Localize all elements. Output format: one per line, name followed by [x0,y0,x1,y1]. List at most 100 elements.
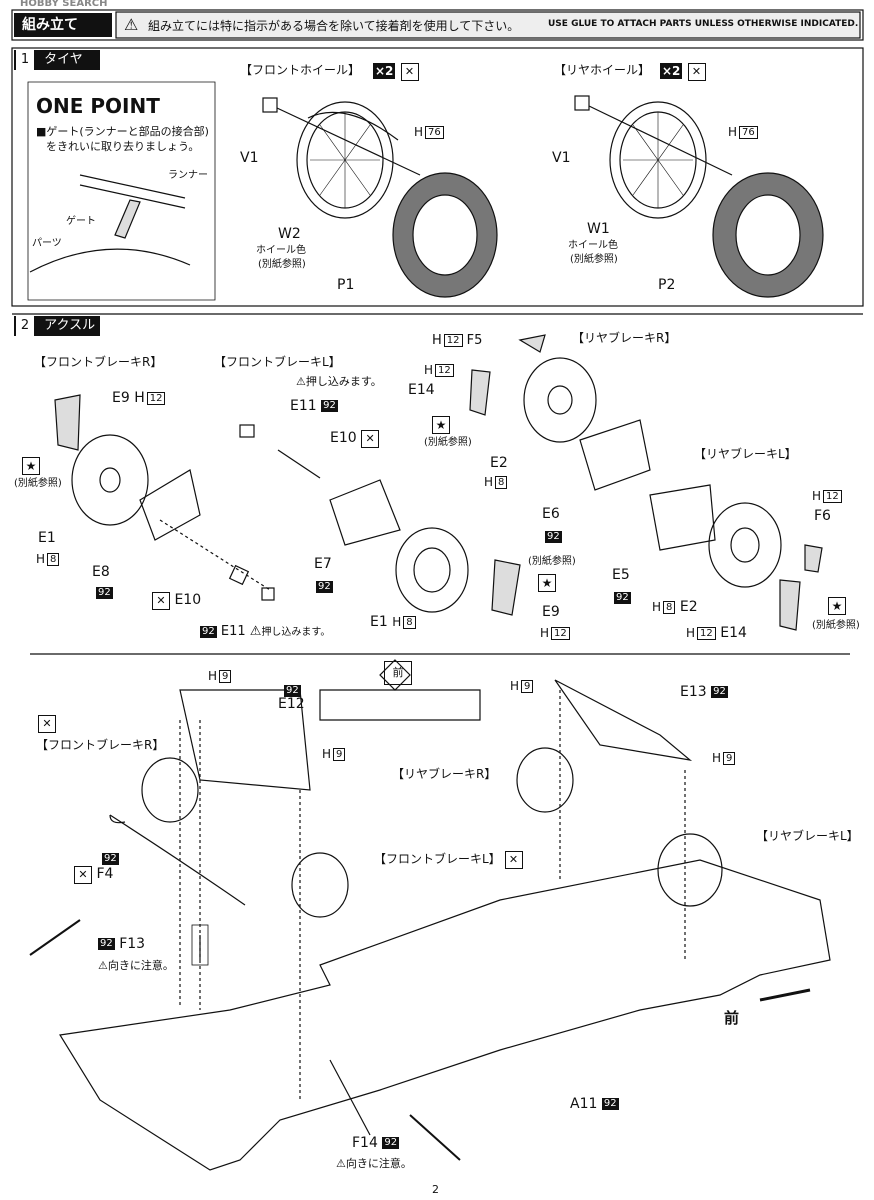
one-point-line2: をきれいに取り去りましょう。 [46,140,200,153]
no-glue-icon: ✕ [152,592,170,610]
rear-wheel-w1: W1 [587,221,610,237]
page-number: 2 [432,1183,439,1196]
s2-fbr-paint: 92 [96,586,113,599]
s2-rbl-ref: (別紙参照) [812,620,860,631]
one-point-runner: ランナー [168,170,208,181]
s2-rbr-ref: (別紙参照) [424,437,472,448]
no-glue-icon: ✕ [504,851,523,869]
one-point-title: ONE POINT [36,94,160,118]
s3-f14: F14 92 [352,1135,400,1151]
front-wheel-qty: ×2 ✕ [373,60,419,81]
s2-fbl-e9: E9 [542,604,560,620]
s2-fbr-e11: 92 E11 ⚠押し込みます。 [200,624,331,639]
s2-rbl-paint: 92 [614,591,631,604]
s3-front-brake-r: 【フロントブレーキR】 [36,738,165,752]
step2-title: アクスル [44,318,96,333]
rear-wheel-qty: ×2 ✕ [660,60,706,81]
front-wheel-w2: W2 [278,226,301,242]
s3-paint-e12: 92 [284,684,301,697]
step1-title: タイヤ [44,52,83,67]
no-glue-icon: ✕ [400,63,419,81]
step2-heading: 2 アクスル [14,316,100,336]
s2-fbl-e10: E10 ✕ [330,430,380,448]
no-glue-icon: ✕ [361,430,380,448]
star-icon: ★ [22,457,40,475]
no-glue-icon: ✕ [74,866,92,884]
watermark: HOBBY SEARCH [20,0,108,9]
s2-front-brake-l-title: 【フロントブレーキL】 [214,355,341,369]
s2-front-brake-r-title: 【フロントブレーキR】 [34,355,163,369]
s2-rbr-e2: E2 [490,455,508,471]
step1-heading: 1 タイヤ [14,50,100,70]
s2-rbl-f6: F6 [814,508,831,524]
front-wheel-title: 【フロントホイール】 [240,63,361,77]
s2-fbl-ref: (別紙参照) [528,556,576,567]
front-wheel-v1: V1 [240,150,259,166]
warning-icon: ⚠ [296,375,306,388]
s2-rear-brake-r-title: 【リヤブレーキR】 [572,331,677,345]
one-point-gate: ゲート [66,216,96,227]
s3-rear-brake-l: 【リヤブレーキL】 [756,829,859,843]
s2-rbr-paint: 92 [545,530,562,543]
s3-e13: E13 92 [680,684,728,700]
s2-fbl-star: ★ [538,572,556,592]
s3-a11: A11 92 [570,1096,619,1112]
header-note-en: USE GLUE TO ATTACH PARTS UNLESS OTHERWIS… [548,19,859,29]
rear-wheel-color2: (別紙参照) [570,254,618,265]
header-note-jp: 組み立てには特に指示がある場合を除いて接着剤を使用して下さい。 [148,19,520,33]
rear-tire-p2: P2 [658,277,676,293]
warning-icon: ⚠ [249,624,262,639]
s3-paint-f4: 92 [102,852,119,865]
s2-fbr-star: ★ [22,455,40,475]
rear-wheel-title: 【リヤホイール】 [554,63,651,77]
s3-front-brake-l: 【フロントブレーキL】 ✕ [374,851,523,869]
header-title: 組み立て [14,13,112,37]
s2-fbl-paint: 92 [316,580,333,593]
s2-fbl-press: ⚠押し込みます。 [296,375,382,388]
rear-wheel-color1: ホイール色 [568,240,618,251]
star-icon: ★ [432,416,450,434]
s2-rbr-star: ★ [432,414,450,434]
warning-icon: ⚠ [336,1157,346,1170]
s3-f13: 92 F13 [98,936,146,952]
one-point-part: パーツ [32,238,62,249]
front-wheel-color1: ホイール色 [256,245,306,256]
s2-fbr-e1: E1 [38,530,56,546]
s2-fbl-e11: E11 92 [290,398,338,414]
front-direction-arrow: 前 [384,661,412,685]
s2-fbr-ref: (別紙参照) [14,478,62,489]
s2-rbr-e6: E6 [542,506,560,522]
s3-forward: 前 [724,1009,740,1027]
one-point-line1: ■ゲート(ランナーと部品の接合部) [36,125,209,138]
s3-f4: ✕ F4 [74,866,113,884]
no-glue-icon: ✕ [38,715,56,733]
s3-e12: E12 [278,696,305,712]
s2-rear-brake-l-title: 【リヤブレーキL】 [694,447,797,461]
s2-fbl-e7: E7 [314,556,332,572]
s2-rbr-e14: E14 [408,382,435,398]
front-wheel-color2: (別紙参照) [258,259,306,270]
step2-num: 2 [16,316,34,336]
warning-icon: ⚠ [98,959,108,972]
s3-no-glue: ✕ [38,712,56,733]
s2-fbr-e10: ✕ E10 [152,592,201,610]
rear-wheel-v1: V1 [552,150,571,166]
front-tire-p1: P1 [337,277,355,293]
star-icon: ★ [538,574,556,592]
s3-caution: ⚠向きに注意。 [98,959,174,972]
